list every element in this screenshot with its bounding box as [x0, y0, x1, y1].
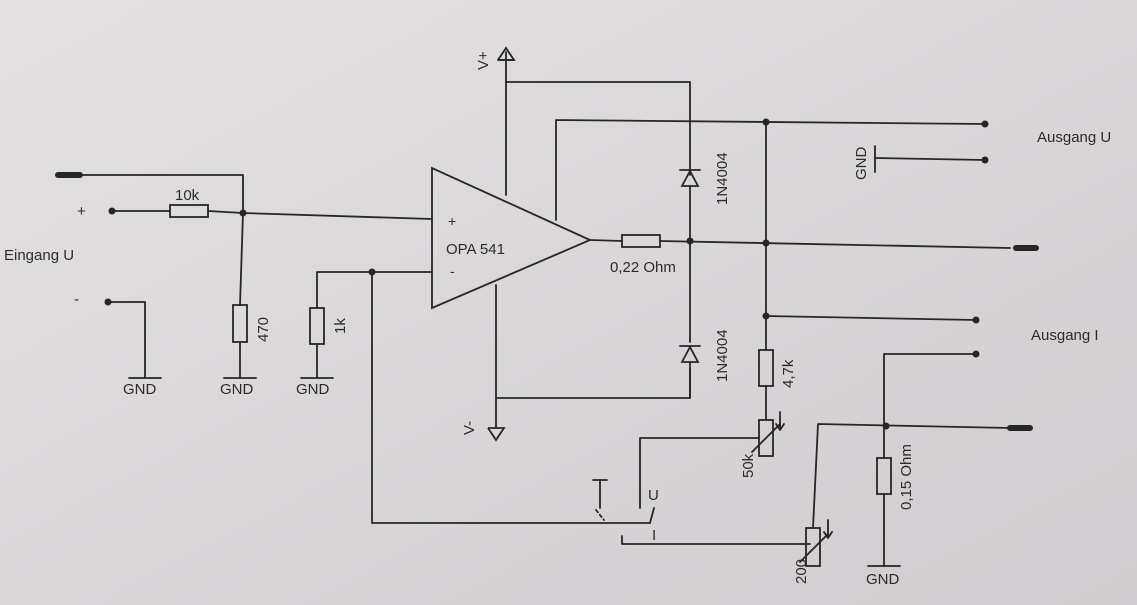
opamp-minus-label: - [450, 263, 455, 279]
opamp-opa541 [431, 166, 593, 310]
diode-1n4004-bottom [679, 240, 701, 399]
vminus-label: V- [461, 421, 478, 435]
r2-label: 470 [255, 317, 272, 342]
gnd-label-5: GND [866, 571, 900, 588]
input-section [55, 172, 433, 379]
opamp-plus-label: + [448, 213, 456, 229]
r4-label: 0,22 Ohm [610, 259, 676, 276]
input-plus-label: + [77, 203, 86, 220]
d2-label: 1N4004 [714, 329, 731, 382]
input-minus-label: - [74, 291, 79, 308]
r3-label: 1k [332, 318, 349, 334]
gnd-label-2: GND [220, 381, 254, 398]
diode-1n4004-top [679, 159, 701, 242]
input-label: Eingang U [4, 247, 74, 264]
d1-label: 1N4004 [714, 152, 731, 205]
opamp-label: OPA 541 [446, 241, 505, 258]
r1-label: 10k [175, 187, 200, 204]
switch-i-label: I [652, 527, 656, 544]
gnd-label-3: GND [296, 381, 330, 398]
pot2-label: 200 [793, 559, 810, 584]
output-path [368, 118, 1039, 567]
vplus-label: V+ [475, 51, 492, 70]
pot1-label: 50k [740, 453, 757, 478]
gnd-label-4: GND [853, 147, 870, 181]
output-u-label: Ausgang U [1037, 129, 1111, 146]
switch-u-label: U [648, 487, 659, 504]
output-i-label: Ausgang I [1031, 327, 1099, 344]
r6-label: 0,15 Ohm [898, 444, 915, 510]
gnd-label-1: GND [123, 381, 157, 398]
r5-label: 4,7k [780, 359, 797, 388]
